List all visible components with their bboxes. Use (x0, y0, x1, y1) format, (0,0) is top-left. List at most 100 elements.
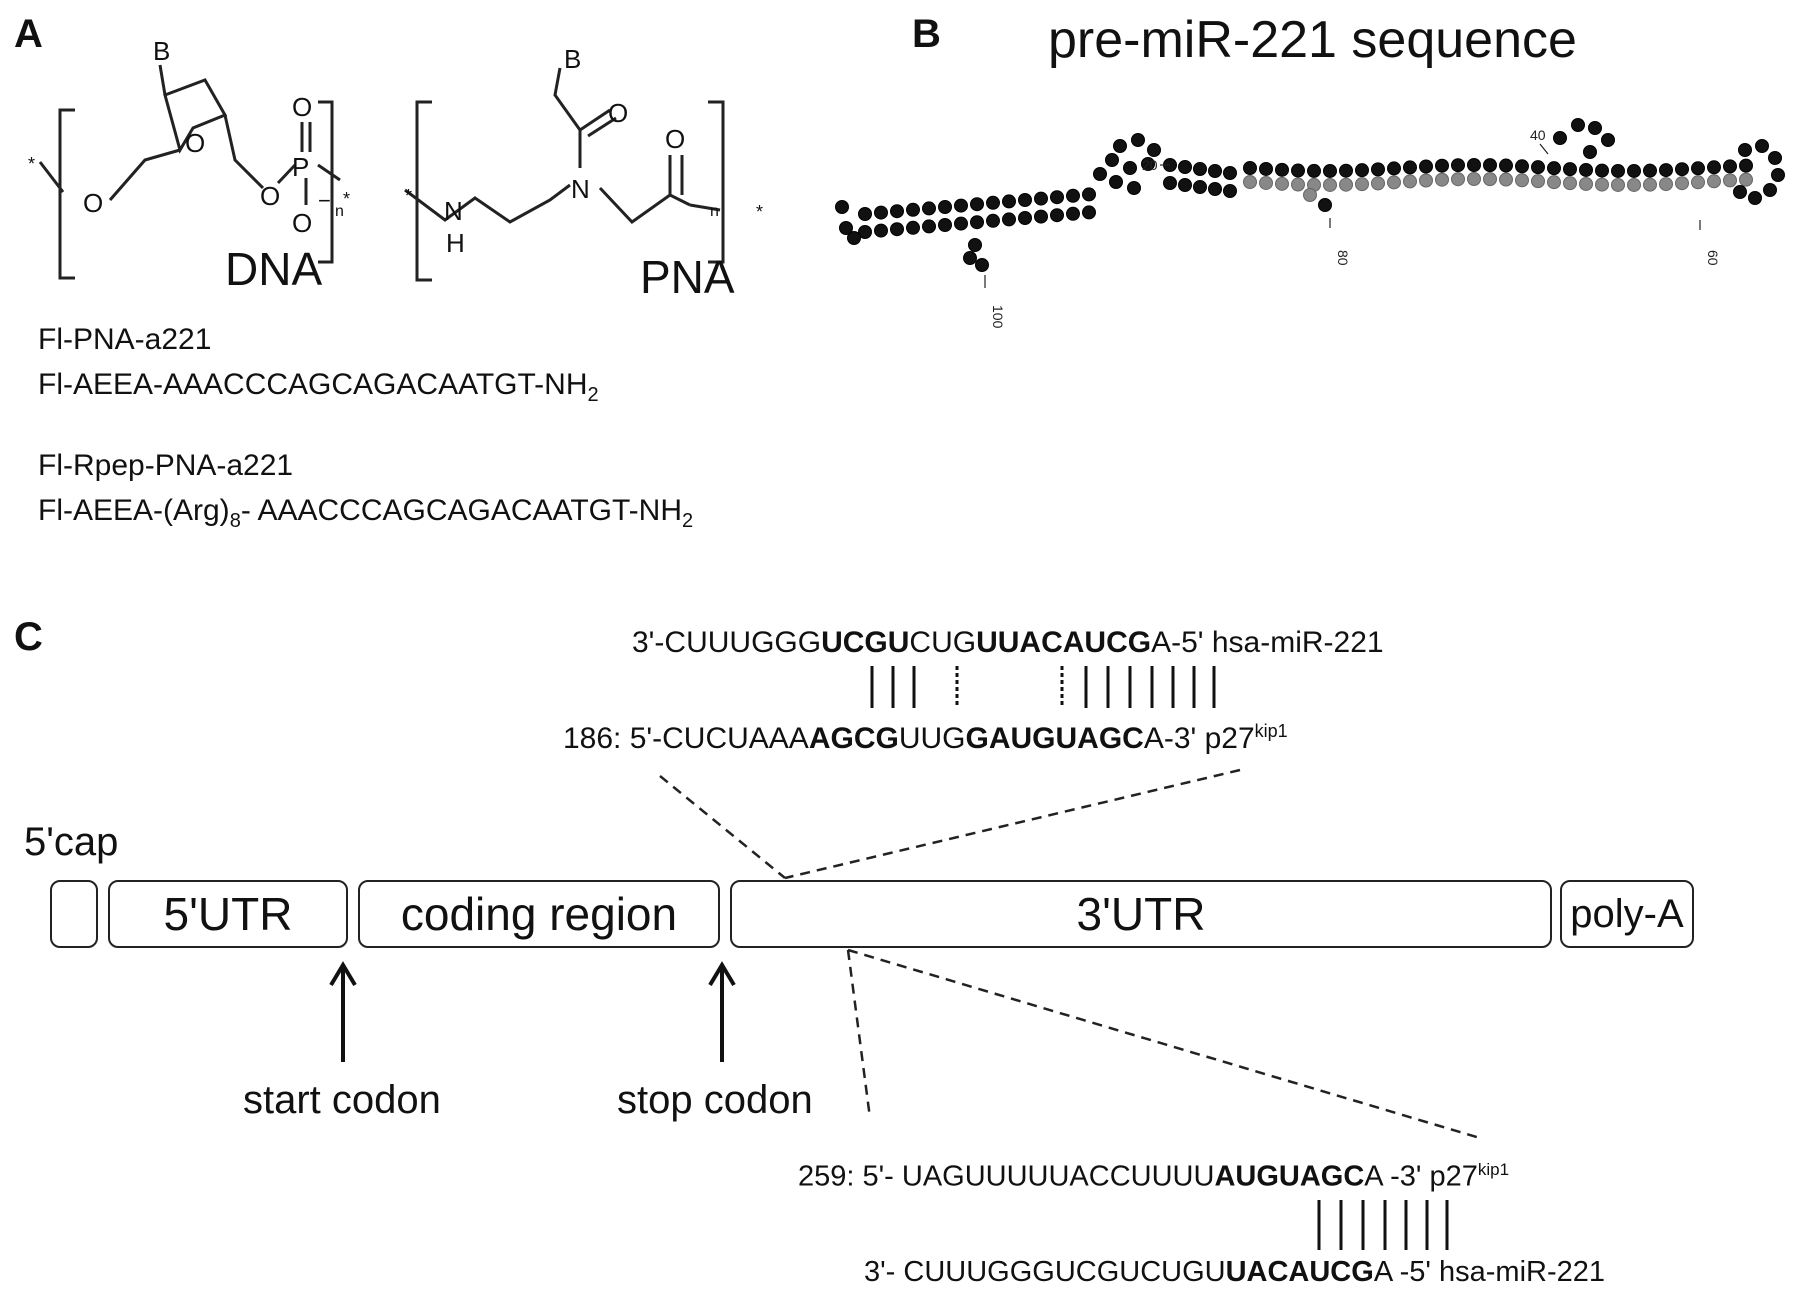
nucleotide (975, 258, 989, 272)
nucleotide (1109, 175, 1123, 189)
nucleotide-bottom-strand (1355, 177, 1369, 192)
nucleotide-top-strand (1018, 193, 1032, 207)
nucleotide-bottom-strand (1723, 173, 1737, 188)
seq1-sequence: Fl-AEEA-AAACCCAGCAGACAATGT-NH2 (38, 368, 599, 406)
nucleotide-top-strand (1259, 161, 1273, 176)
nucleotide-top-strand (938, 200, 952, 214)
nucleotide-top-strand (922, 201, 936, 216)
dna-phosphorus: P (292, 152, 309, 182)
nucleotide (1601, 133, 1615, 147)
dna-charge: − (318, 188, 331, 213)
nucleotide (839, 221, 853, 235)
nucleotide (1127, 181, 1141, 195)
nucleotide-bottom-strand (1483, 172, 1497, 187)
nucleotide-top-strand (906, 202, 920, 217)
nucleotide (1141, 157, 1155, 171)
nucleotide-bottom-strand (858, 225, 872, 239)
nucleotide-bottom-strand (874, 223, 888, 238)
nucleotide-top-strand (1323, 163, 1337, 178)
nucleotide-top-strand (1082, 187, 1096, 202)
nucleotide-bottom-strand (938, 218, 952, 232)
nucleotide-bottom-strand (1419, 173, 1433, 188)
nucleotide-bottom-strand (1595, 177, 1609, 192)
nucleotide (1733, 185, 1747, 199)
nucleotide-top-strand (1467, 158, 1481, 173)
nucleotide-top-strand (1739, 158, 1753, 173)
region-polya: poly-A (1560, 880, 1694, 948)
dna-base-label: B (153, 40, 170, 66)
nucleotide (1763, 183, 1777, 197)
pna-amine-n: N (444, 196, 463, 226)
nucleotide-top-strand (1050, 190, 1064, 205)
dna-oxygen-bottom: O (292, 208, 312, 238)
nucleotide-top-strand (1066, 188, 1080, 203)
dna-label: DNA (225, 243, 323, 295)
pna-base-label: B (564, 44, 581, 74)
nucleotide-top-strand (1675, 162, 1689, 177)
nucleotide-bottom-strand (1403, 174, 1417, 189)
nucleotide-bottom-strand (1531, 174, 1545, 189)
nucleotide-top-strand (1339, 163, 1353, 178)
nucleotide-top-strand (1515, 159, 1529, 174)
rna-position-60: 60 (1705, 250, 1721, 266)
nucleotide-bottom-strand (1707, 174, 1721, 189)
rna-position-80: 80 (1335, 250, 1351, 266)
nucleotide (1123, 161, 1137, 175)
pna-repeat-n: n (710, 203, 719, 220)
nucleotide-top-strand (1547, 161, 1561, 176)
pna-amine-h: H (446, 228, 465, 258)
nucleotide (1193, 162, 1207, 176)
nucleotide (1571, 118, 1585, 132)
nucleotide-top-strand (1419, 159, 1433, 174)
region-5utr: 5'UTR (108, 880, 348, 948)
bottom-mir221-sequence: 3'- CUUUGGGUCGUCUGUUACAUCGA -5' hsa-miR-… (864, 1256, 1605, 1288)
nucleotide-bottom-strand (1547, 175, 1561, 190)
cap-box (50, 880, 98, 948)
nucleotide-bottom-strand (890, 222, 904, 237)
nucleotide-bottom-strand (1643, 177, 1657, 192)
nucleotide-bottom-strand (1515, 173, 1529, 188)
dna-oxygen-left: O (83, 188, 103, 218)
pna-oxygen-2: O (665, 124, 685, 154)
nucleotide (1178, 160, 1192, 174)
nucleotide-bottom-strand (906, 220, 920, 235)
nucleotide-top-strand (954, 198, 968, 213)
nucleotide-top-strand (1355, 163, 1369, 178)
nucleotide-top-strand (1707, 160, 1721, 175)
chemical-structures: B O O O O P O − n * * B O N N H O n * * (28, 40, 763, 282)
nucleotide (1588, 121, 1602, 135)
nucleotide-top-strand (970, 197, 984, 212)
nucleotide-top-strand (1387, 161, 1401, 176)
nucleotide-top-strand (1307, 163, 1321, 178)
nucleotide (1755, 139, 1769, 153)
nucleotide-top-strand (1243, 161, 1257, 175)
nucleotide-bottom-strand (1579, 176, 1593, 191)
nucleotide-top-strand (1403, 160, 1417, 175)
rna-position-100: 100 (990, 305, 1006, 329)
nucleotide-bottom-strand (1371, 176, 1385, 191)
region-coding: coding region (358, 880, 720, 948)
dna-ring-oxygen: O (185, 128, 205, 158)
nucleotide-bottom-strand (1563, 176, 1577, 191)
nucleotide-bottom-strand (1611, 177, 1625, 192)
nucleotide (1178, 178, 1192, 192)
nucleotide-bottom-strand (1259, 175, 1273, 190)
nucleotide-bottom-strand (970, 215, 984, 230)
nucleotide-top-strand (1499, 158, 1513, 173)
nucleotide-top-strand (874, 205, 888, 220)
nucleotide (1768, 151, 1782, 165)
nucleotide-top-strand (1643, 163, 1657, 178)
nucleotide-top-strand (1275, 162, 1289, 177)
nucleotide (1748, 191, 1762, 205)
nucleotide-bottom-strand (986, 213, 1000, 228)
nucleotide-bottom-strand (1002, 212, 1016, 227)
nucleotide-top-strand (1627, 163, 1641, 178)
seq1-name: Fl-PNA-a221 (38, 323, 212, 356)
nucleotide (835, 200, 849, 214)
nucleotide-bottom-strand (1066, 206, 1080, 221)
pna-oxygen-1: O (608, 98, 628, 128)
nucleotide-bottom-strand (1675, 176, 1689, 191)
panel-c-label: C (14, 615, 43, 659)
